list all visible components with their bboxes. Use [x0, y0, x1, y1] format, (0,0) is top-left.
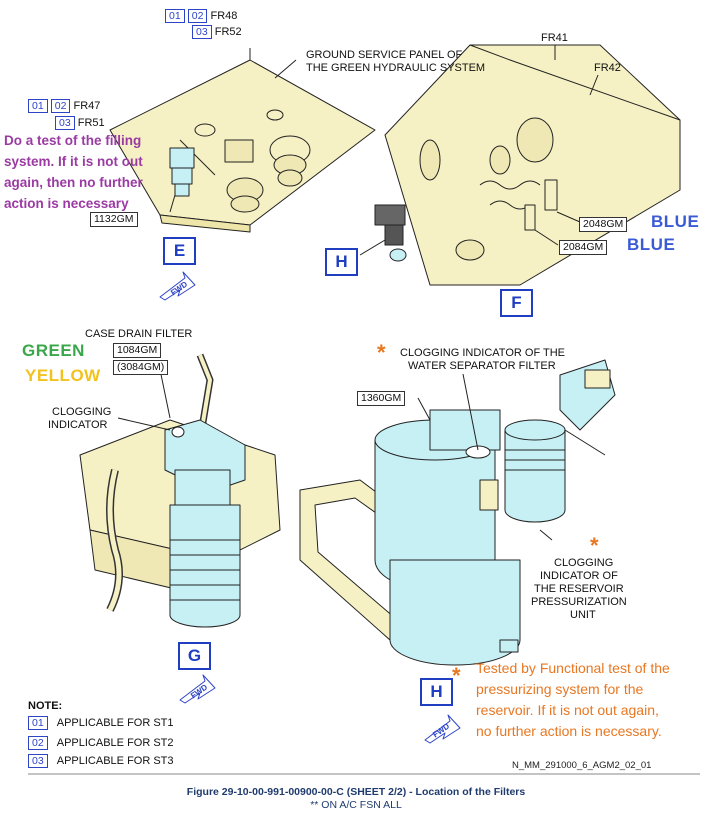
ground-service-panel	[109, 48, 376, 233]
note-item: 03 APPLICABLE FOR ST3	[28, 754, 174, 768]
case-drain-filter-assembly	[79, 353, 281, 628]
reservoir-label-4: PRESSURIZATION	[531, 596, 627, 608]
figure-caption: Figure 29-10-00-991-00900-00-C (SHEET 2/…	[186, 786, 526, 798]
fwd-arrow-h	[424, 714, 461, 744]
reservoir-label-1: CLOGGING	[554, 557, 614, 569]
eff-01-badge: 01	[28, 99, 48, 113]
callout-2048gm: 2048GM	[579, 217, 628, 232]
note-line: Do a test of the filling	[4, 133, 142, 148]
note-line: action is necessary	[4, 196, 129, 211]
callout-1084gm: 1084GM	[113, 343, 162, 358]
note-code-badge: 02	[28, 736, 48, 750]
note-title: NOTE:	[28, 700, 63, 712]
filter-h-small	[359, 204, 407, 262]
note-line: pressurizing system for the	[476, 681, 644, 697]
view-g-label: G	[178, 642, 211, 670]
reservoir-label-3: THE RESERVOIR	[534, 583, 624, 595]
filling-filter-note: Do a test of the filling system. If it i…	[4, 130, 143, 214]
effectivity-fr47: 01 02 FR47	[28, 99, 100, 113]
ground-panel-label-1: GROUND SERVICE PANEL OF	[306, 49, 463, 61]
view-h-small-label: H	[325, 248, 358, 276]
drawing-reference: N_MM_291000_6_AGM2_02_01	[512, 760, 652, 771]
fwd-arrow-e	[159, 271, 196, 301]
callout-1360gm: 1360GM	[357, 391, 406, 406]
effectivity-fr48: 01 02 FR48	[165, 9, 237, 23]
water-separator-label-2: WATER SEPARATOR FILTER	[408, 360, 556, 372]
yellow-label: YELLOW	[25, 366, 101, 385]
note-line: again, then no further	[4, 175, 143, 190]
note-line: Tested by Functional test of the	[476, 660, 670, 676]
asterisk-reservoir: *	[590, 533, 599, 558]
water-separator-label-1: CLOGGING INDICATOR OF THE	[400, 347, 566, 359]
callout-1132gm: 1132GM	[90, 212, 138, 227]
view-h-label: H	[420, 678, 453, 706]
case-drain-label: CASE DRAIN FILTER	[85, 328, 193, 340]
asterisk-functional-test: *	[452, 663, 461, 688]
reservoir-pressurization-unit	[299, 359, 616, 666]
eff-02-badge: 02	[187, 9, 208, 23]
note-line: system. If it is not out	[4, 154, 143, 169]
note-item-text: APPLICABLE FOR ST1	[56, 717, 174, 729]
fr52-label: FR52	[214, 26, 242, 38]
note-line: reservoir. If it is not out again,	[476, 702, 659, 718]
callout-2084gm: 2084GM	[559, 240, 608, 255]
eff-02-badge: 02	[50, 99, 71, 113]
callout-3084gm: (3084GM)	[113, 360, 169, 375]
filling-filter-e	[169, 147, 195, 197]
blue-label-1: BLUE	[651, 212, 700, 231]
note-item-text: APPLICABLE FOR ST2	[56, 737, 174, 749]
green-label: GREEN	[22, 341, 85, 360]
note-item: 01 APPLICABLE FOR ST1	[28, 716, 174, 730]
fwd-arrow-g	[179, 674, 216, 704]
note-item-text: APPLICABLE FOR ST3	[56, 755, 174, 767]
eff-03-badge: 03	[55, 116, 75, 130]
fr47-label: FR47	[73, 100, 101, 112]
note-code-badge: 01	[28, 716, 48, 730]
eff-01-badge: 01	[165, 9, 185, 23]
fr41-label: FR41	[541, 32, 568, 44]
effectivity-fr51: 03 FR51	[55, 116, 105, 130]
view-f-label: F	[500, 289, 533, 317]
note-item: 02 APPLICABLE FOR ST2	[28, 736, 174, 750]
note-code-badge: 03	[28, 754, 48, 768]
reservoir-label-2: INDICATOR OF	[540, 570, 618, 582]
figure-caption-effectivity: ** ON A/C FSN ALL	[310, 799, 402, 811]
fr51-label: FR51	[77, 117, 105, 129]
note-line: no further action is necessary.	[476, 723, 662, 739]
fr42-label: FR42	[594, 62, 621, 74]
ground-panel-label-2: THE GREEN HYDRAULIC SYSTEM	[306, 62, 486, 74]
eff-03-badge: 03	[192, 25, 212, 39]
fr48-label: FR48	[210, 10, 238, 22]
blue-label-2: BLUE	[627, 235, 676, 254]
clogging-indicator-label-1: CLOGGING	[52, 406, 112, 418]
reservoir-label-5: UNIT	[570, 609, 596, 621]
asterisk-water-separator: *	[377, 340, 386, 365]
effectivity-fr52: 03 FR52	[192, 25, 242, 39]
view-e-label: E	[163, 237, 196, 265]
clogging-indicator-label-2: INDICATOR	[48, 419, 108, 431]
functional-test-note: Tested by Functional test of the pressur…	[476, 658, 670, 742]
